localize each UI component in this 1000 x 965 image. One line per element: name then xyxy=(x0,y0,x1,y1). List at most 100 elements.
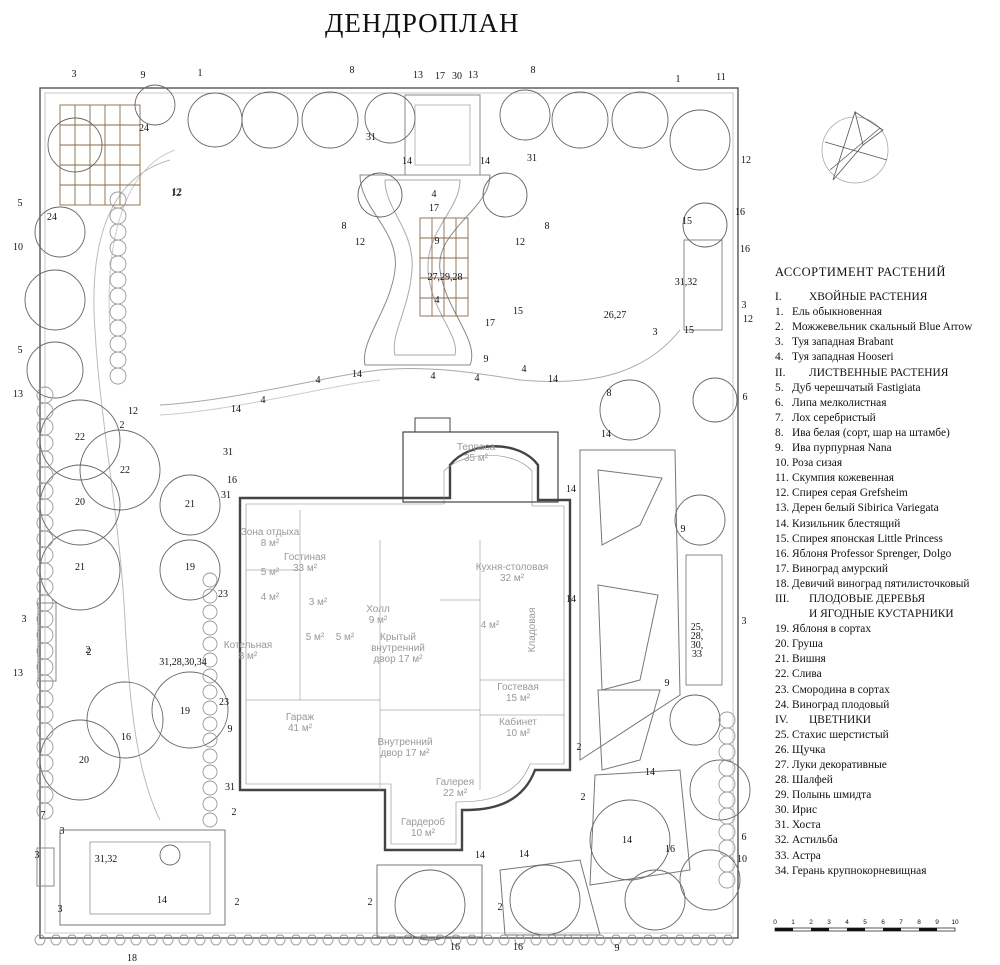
plant-label: 31,32 xyxy=(675,277,698,288)
shrub xyxy=(36,802,54,820)
legend-item: 9.Ива пурпурная Nana xyxy=(775,442,892,455)
tree-canopy xyxy=(187,92,243,148)
tree-canopy xyxy=(682,202,728,248)
tree-canopy xyxy=(159,539,221,601)
shrub xyxy=(658,934,670,946)
parterre xyxy=(359,174,491,366)
legend-item: 12.Спирея серая Grefsheim xyxy=(775,487,908,500)
scale-segment xyxy=(919,928,937,931)
pergola xyxy=(59,104,141,206)
plant-label: 14 xyxy=(352,369,362,380)
scale-tick-label: 1 xyxy=(791,919,795,926)
tree-canopy xyxy=(47,117,103,173)
legend-item: 16.Яблоня Professor Sprenger, Dolgo xyxy=(775,547,952,560)
shrub xyxy=(98,934,110,946)
legend-item: IV.ЦВЕТНИКИ xyxy=(775,713,872,726)
shrub xyxy=(242,934,254,946)
shrub xyxy=(718,839,736,857)
plant-label: 16 xyxy=(227,475,237,486)
legend-item: 15.Спирея японская Little Princess xyxy=(775,532,943,545)
plant-label: 17 xyxy=(485,318,495,329)
plant-label: 14 xyxy=(519,849,529,860)
plant-label: 12 xyxy=(355,237,365,248)
shrub xyxy=(34,934,46,946)
shrub xyxy=(202,764,218,780)
room-label: 5 м² xyxy=(336,632,355,643)
plant-label: 19 xyxy=(185,562,195,573)
shrub xyxy=(466,934,478,946)
tree-canopy xyxy=(159,844,181,866)
plant-label: 4 xyxy=(522,364,527,375)
legend-item: 2.Можжевельник скальный Blue Arrow xyxy=(775,321,973,334)
shrub xyxy=(718,727,736,745)
plant-label: 20 xyxy=(75,497,85,508)
plant-label: 31 xyxy=(527,153,537,164)
legend-item: 22.Слива xyxy=(775,668,822,681)
shrub xyxy=(718,791,736,809)
plant-label: 9 xyxy=(615,943,620,954)
shrub xyxy=(354,934,366,946)
shrub xyxy=(202,636,218,652)
legend-item: 32.Астильба xyxy=(775,834,838,847)
shrub xyxy=(562,934,574,946)
plant-label: 14 xyxy=(231,404,241,415)
tree-canopy xyxy=(674,494,726,546)
scale-tick-label: 2 xyxy=(809,919,813,926)
tree-canopy xyxy=(357,172,403,218)
shrub xyxy=(202,684,218,700)
plant-label: 12 xyxy=(515,237,525,248)
tree-canopy xyxy=(499,89,551,141)
room-label: 3 м² xyxy=(309,597,328,608)
plant-label: 8 xyxy=(531,65,536,76)
scale-tick-label: 9 xyxy=(935,919,939,926)
plant-label: 3 xyxy=(742,300,747,311)
tree-canopy xyxy=(159,474,221,536)
plant-label: 9 xyxy=(665,678,670,689)
shrub xyxy=(718,759,736,777)
shrub xyxy=(690,934,702,946)
plant-label: 11 xyxy=(716,72,726,83)
plant-label: 14 xyxy=(480,156,490,167)
shrub xyxy=(722,934,734,946)
legend-item: 28.Шалфей xyxy=(775,774,833,787)
room-label: 5 м² xyxy=(306,632,325,643)
plant-label: 16 xyxy=(665,844,675,855)
legend-item: 25.Стахис шерстистый xyxy=(775,728,889,741)
tree-canopy xyxy=(611,91,669,149)
plant-label: 10 xyxy=(13,242,23,253)
shrub xyxy=(194,934,206,946)
legend-item: 27.Луки декоративные xyxy=(775,759,887,771)
plant-label: 2 xyxy=(235,897,240,908)
tree-canopy xyxy=(39,529,121,611)
plant-label: 15 xyxy=(682,216,692,227)
north-arrow-icon xyxy=(821,110,889,184)
legend-item: 29.Полынь шмидта xyxy=(775,789,872,802)
tree-canopy xyxy=(509,864,581,936)
plant-label: 17 xyxy=(435,71,445,82)
shrub xyxy=(202,812,218,828)
plant-label: 16 xyxy=(740,244,750,255)
tree-canopy xyxy=(86,681,164,759)
plant-label: 6 xyxy=(742,832,747,843)
tree-canopy xyxy=(364,92,416,144)
plant-label: 8 xyxy=(545,221,550,232)
shrub xyxy=(109,287,127,305)
shrub xyxy=(109,319,127,337)
shrub xyxy=(202,716,218,732)
plant-label: 4 xyxy=(432,189,437,200)
tree-canopy xyxy=(679,849,741,911)
plant-label: 21 xyxy=(75,562,85,573)
plant-label: 14 xyxy=(601,429,611,440)
plant-label: 1 xyxy=(676,74,681,85)
central-pergola xyxy=(419,217,469,317)
scale-tick-label: 7 xyxy=(899,919,903,926)
tree-canopy xyxy=(624,869,686,931)
shrub xyxy=(109,367,127,385)
